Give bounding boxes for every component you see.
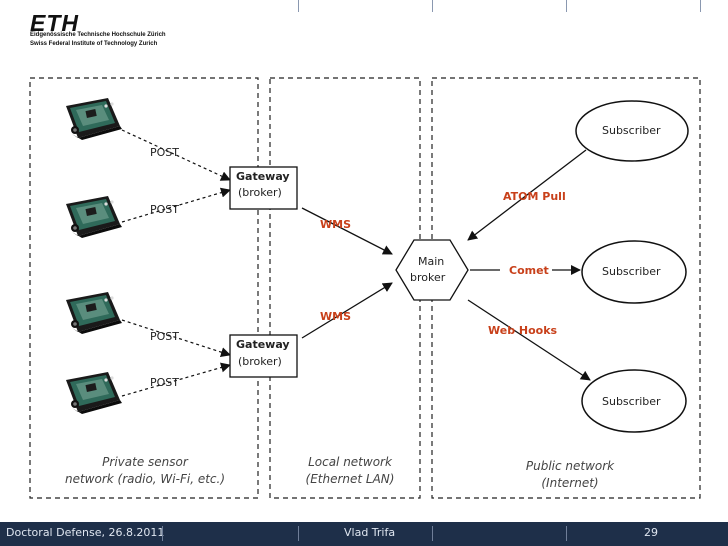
institution-name-de: Eidgenössische Technische Hochschule Zür…: [30, 32, 166, 38]
webhooks-label: Web Hooks: [488, 324, 558, 337]
sensor-node-2: [66, 196, 122, 238]
subscriber-label-2: Subscriber: [602, 265, 661, 278]
footer-separator: [566, 526, 567, 541]
footer-bar: Doctoral Defense, 26.8.2011 Vlad Trifa 2…: [0, 522, 728, 546]
subscriber-label-3: Subscriber: [602, 395, 661, 408]
subscriber-node-1: [575, 100, 689, 162]
public-network-caption-line1: Public network: [525, 459, 615, 473]
subscriber-node-2: [581, 240, 687, 304]
local-network-caption: Local network (Ethernet LAN): [280, 454, 420, 488]
public-network-caption: Public network (Internet): [490, 458, 650, 492]
institution-name-en: Swiss Federal Institute of Technology Zu…: [30, 41, 158, 47]
sensor-node-3: [66, 292, 122, 334]
webhooks-arrow: [467, 299, 591, 381]
main-broker-label-1: Main: [418, 255, 445, 268]
gateway-top-sub: (broker): [238, 186, 282, 199]
main-broker-label-2: broker: [410, 271, 446, 284]
sensor-node-1: [66, 98, 122, 140]
post-label-1: POST: [150, 146, 179, 159]
post-arrow-1: [121, 129, 231, 181]
wms-label-bottom: WMS: [320, 310, 352, 323]
gateway-top-box: [229, 166, 298, 210]
gateway-bottom-title: Gateway: [236, 338, 290, 351]
footer-author: Vlad Trifa: [344, 526, 396, 539]
main-broker-node: [395, 239, 469, 301]
private-network-caption-line1: Private sensor: [102, 455, 188, 469]
gateway-bottom-box: [229, 334, 298, 378]
wms-label-top: WMS: [320, 218, 352, 231]
private-network-caption: Private sensor network (radio, Wi-Fi, et…: [40, 454, 250, 488]
local-network-caption-line2: (Ethernet LAN): [305, 472, 395, 486]
sensor-node-4: [66, 372, 122, 414]
comet-label: Comet: [509, 264, 549, 277]
post-label-3: POST: [150, 330, 179, 343]
post-arrow-3: [121, 319, 231, 357]
atom-pull-label: ATOM Pull: [503, 190, 566, 203]
post-arrow-2: [121, 187, 231, 223]
public-network-caption-line2: (Internet): [541, 476, 599, 490]
atom-pull-arrow: [467, 149, 587, 241]
eth-logo: ETH: [30, 10, 79, 36]
wms-arrow-bottom: [301, 282, 393, 339]
post-label-4: POST: [150, 376, 179, 389]
local-network-region: [269, 77, 421, 499]
page-number: 29: [644, 526, 658, 539]
subscriber-node-3: [581, 369, 687, 433]
gateway-bottom-sub: (broker): [238, 355, 282, 368]
footer-event: Doctoral Defense, 26.8.2011: [6, 526, 165, 539]
architecture-diagram: [29, 77, 701, 499]
post-label-2: POST: [150, 203, 179, 216]
post-arrow-4: [121, 362, 231, 397]
private-network-region: [29, 77, 259, 499]
footer-separator: [432, 526, 433, 541]
private-network-caption-line2: network (radio, Wi-Fi, etc.): [64, 472, 225, 486]
wms-arrow-top: [301, 207, 393, 255]
footer-separator: [162, 526, 163, 541]
gateway-top-title: Gateway: [236, 170, 290, 183]
local-network-caption-line1: Local network: [308, 455, 392, 469]
subscriber-label-1: Subscriber: [602, 124, 661, 137]
footer-separator: [298, 526, 299, 541]
